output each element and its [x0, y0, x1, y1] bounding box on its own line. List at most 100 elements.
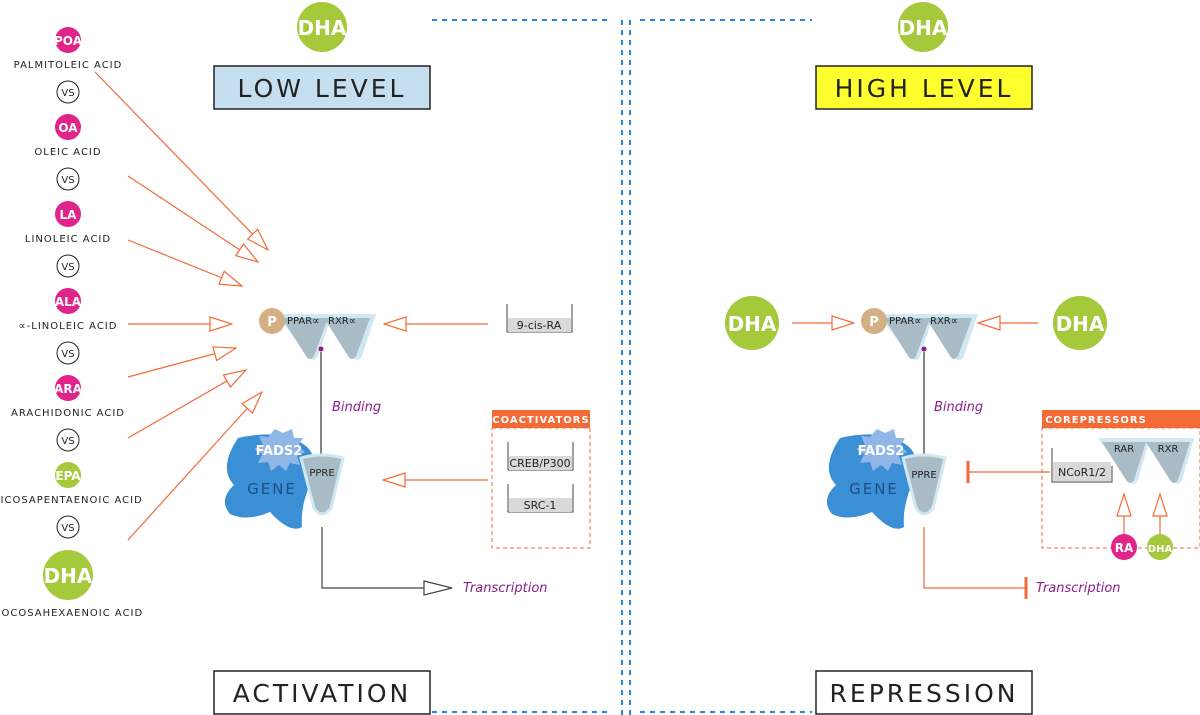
- vs-4: VS: [56, 341, 80, 365]
- coactivator-label: SRC-1: [524, 499, 557, 512]
- acid-badge: [55, 114, 81, 140]
- ligand-9cisra: 9-cis-RA: [506, 304, 573, 333]
- acid-badge: [43, 550, 93, 600]
- right-top-dha: DHA: [898, 2, 948, 52]
- right-receptor-complex: P PPAR∝ RXR∝: [861, 308, 978, 360]
- acid-abbr: POA: [54, 34, 83, 48]
- ppre-shape: [901, 453, 947, 516]
- acid-name: ARACHIDONIC ACID: [11, 408, 125, 419]
- dha-label: DHA: [899, 16, 948, 40]
- acid-badge: [55, 27, 81, 53]
- acid-badge: [55, 201, 81, 227]
- phospho-circle: [259, 308, 285, 334]
- right-dha-left: DHA: [725, 296, 779, 350]
- binding-label: Binding: [934, 400, 983, 415]
- right-dha-right: DHA: [1053, 296, 1107, 350]
- repression-box: REPRESSION: [815, 670, 1033, 715]
- acid-badge: [55, 375, 81, 401]
- vs-label: VS: [61, 523, 74, 534]
- center-divider: [432, 19, 812, 715]
- coactivator-label: CREB/P300: [509, 457, 570, 470]
- acid-abbr: OA: [58, 121, 78, 135]
- phospho-label: P: [869, 315, 879, 330]
- vs-label: VS: [61, 175, 74, 186]
- ra-badge: RA: [1111, 534, 1137, 560]
- acid-arrows: [94, 71, 268, 541]
- transcription-label: Transcription: [1036, 581, 1121, 596]
- transcription-arrow: [321, 527, 453, 596]
- coactivators-box: COACTIVATORS CREB/P300 SRC-1: [491, 410, 591, 549]
- ppre-label: PPRE: [309, 468, 334, 479]
- fads2-starburst: [856, 429, 907, 471]
- rxr-label: RXR∝: [328, 316, 356, 327]
- ppar-subunit: [884, 318, 930, 359]
- fads2-label: FADS2: [858, 444, 905, 459]
- acid-name: LINOLEIC ACID: [25, 234, 111, 245]
- dha-label: DHA: [728, 312, 777, 336]
- acid-ara: ARA ARACHIDONIC ACID: [11, 375, 125, 419]
- dha-badge-small: DHA: [1147, 534, 1173, 560]
- acid-dha: DHA DOCOSAHEXAENOIC ACID: [0, 550, 143, 619]
- acid-epa: EPA EICOSAPENTAENOIC ACID: [0, 462, 143, 506]
- low-level-box: LOW LEVEL: [213, 65, 431, 110]
- acid-abbr: LA: [60, 208, 78, 222]
- transcription-label: Transcription: [463, 581, 548, 596]
- rar-subunit: [1102, 442, 1146, 483]
- acid-oa: OA OLEIC ACID: [34, 114, 101, 158]
- rxr-label: RXR: [1158, 444, 1179, 455]
- activation-box: ACTIVATION: [213, 670, 431, 715]
- dha-small-label: DHA: [1148, 544, 1173, 555]
- vs-1: VS: [56, 80, 80, 104]
- acid-abbr: DHA: [44, 564, 93, 588]
- acid-name: PALMITOLEIC ACID: [14, 60, 123, 71]
- dha-label: DHA: [298, 16, 347, 40]
- ra-label: RA: [1115, 541, 1134, 555]
- dha-label: DHA: [1056, 312, 1105, 336]
- left-gene: FADS2 GENE PPRE: [224, 429, 345, 529]
- phospho-circle: [861, 308, 887, 334]
- right-gene: FADS2 GENE PPRE: [826, 429, 947, 529]
- fads2-label: FADS2: [256, 444, 303, 459]
- vs-5: VS: [56, 428, 80, 452]
- vs-label: VS: [61, 88, 74, 99]
- vs-3: VS: [56, 254, 80, 278]
- ppre-shape: [299, 453, 345, 516]
- ligand-label: 9-cis-RA: [517, 319, 562, 332]
- low-level-label: LOW LEVEL: [238, 74, 407, 103]
- rxr-subunit: [1146, 442, 1190, 483]
- acid-abbr: ARA: [54, 382, 83, 396]
- vs-6: VS: [56, 515, 80, 539]
- rxr-label: RXR∝: [930, 316, 958, 327]
- ppar-subunit: [282, 318, 328, 359]
- acid-abbr: ALA: [55, 295, 82, 309]
- ppre-label: PPRE: [911, 470, 936, 481]
- acid-name: ∝-LINOLEIC ACID: [19, 321, 118, 332]
- left-top-dha: DHA: [297, 2, 347, 52]
- high-level-label: HIGH LEVEL: [835, 74, 1014, 103]
- corepressors-title: COREPRESSORS: [1045, 415, 1147, 426]
- acid-name: EICOSAPENTAENOIC ACID: [0, 495, 143, 506]
- repression-label: REPRESSION: [830, 679, 1019, 708]
- left-receptor-complex: P PPAR∝ RXR∝: [259, 308, 376, 360]
- vs-2: VS: [56, 167, 80, 191]
- vs-label: VS: [61, 262, 74, 273]
- acid-ala: ALA ∝-LINOLEIC ACID: [19, 288, 118, 332]
- gene-label: GENE: [247, 480, 297, 498]
- fads2-starburst: [254, 429, 305, 471]
- coactivators-title: COACTIVATORS: [492, 415, 589, 426]
- phospho-label: P: [267, 315, 277, 330]
- ppar-label: PPAR∝: [889, 316, 921, 327]
- gene-label: GENE: [849, 480, 899, 498]
- rar-label: RAR: [1114, 444, 1134, 455]
- acid-la: LA LINOLEIC ACID: [25, 201, 111, 245]
- vs-label: VS: [61, 436, 74, 447]
- rxr-subunit: [926, 318, 972, 359]
- rxr-subunit: [324, 318, 370, 359]
- acid-badge: [55, 288, 81, 314]
- corepressor-label: NCoR1/2: [1058, 466, 1106, 479]
- acid-name: OLEIC ACID: [34, 147, 101, 158]
- acid-name: DOCOSAHEXAENOIC ACID: [0, 608, 143, 619]
- transcription-repression-line: [923, 527, 1026, 589]
- acid-badge: [55, 462, 81, 488]
